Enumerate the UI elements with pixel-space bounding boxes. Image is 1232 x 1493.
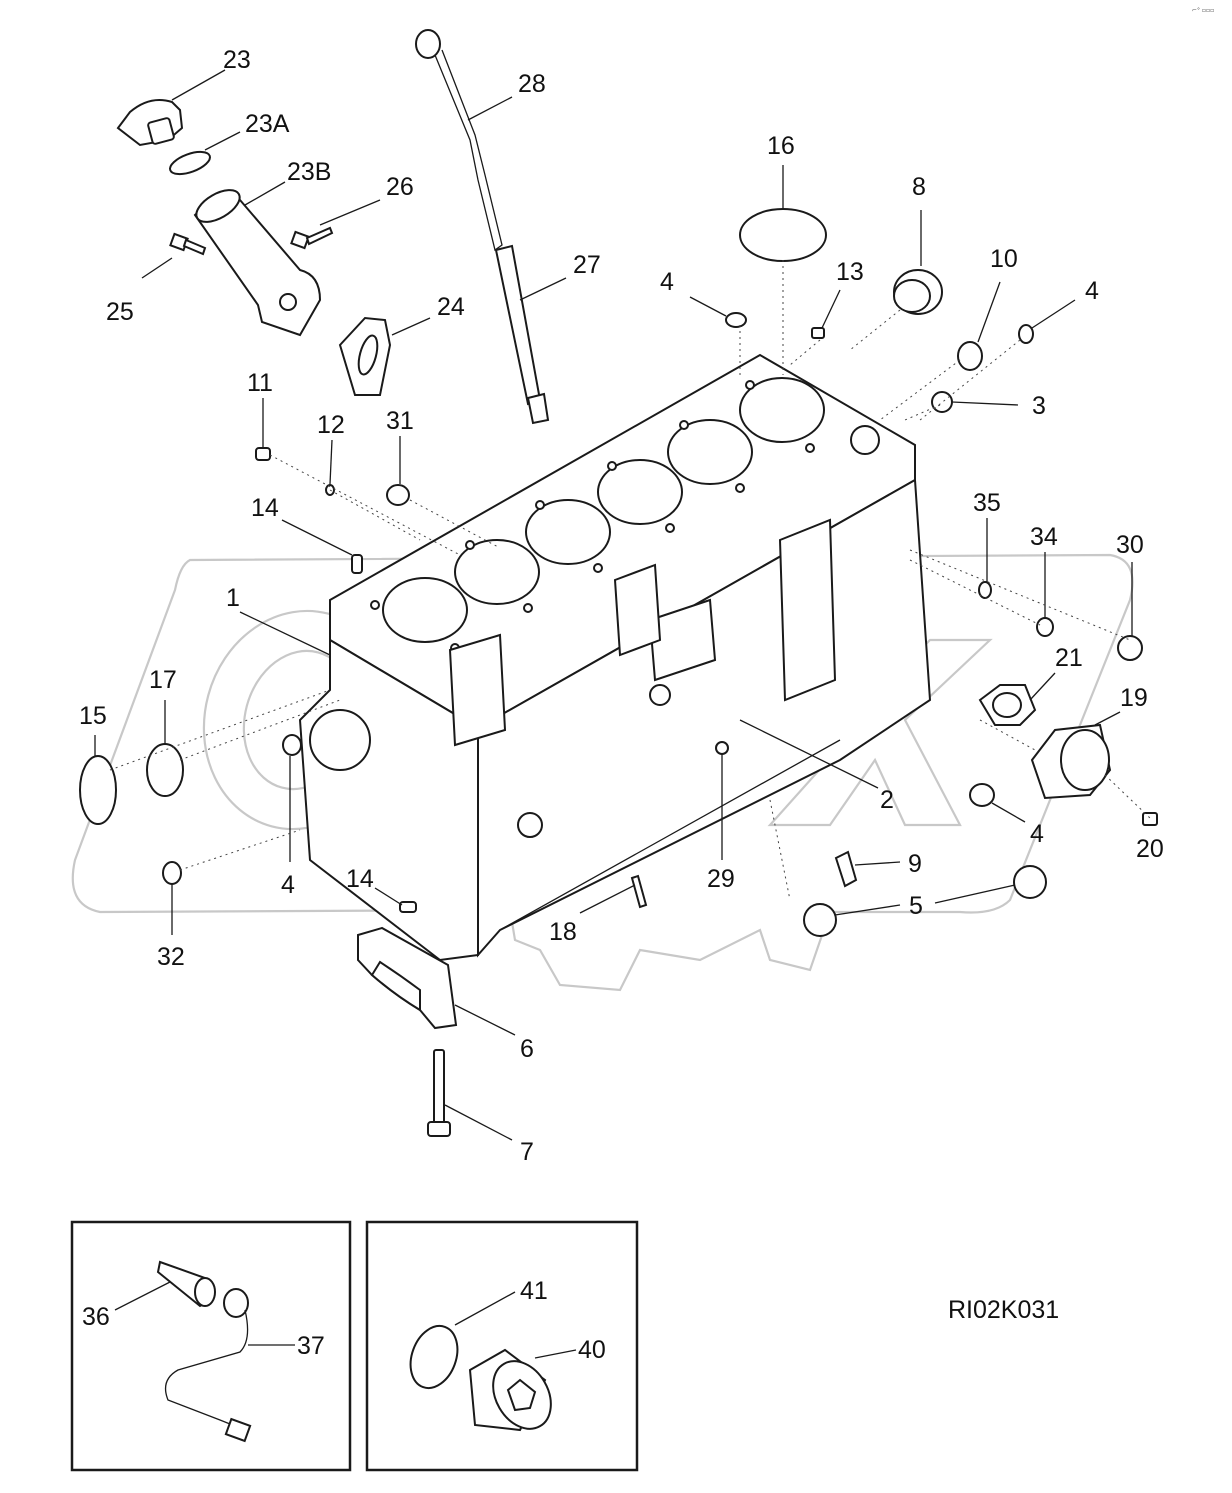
plug-5-right: [1013, 865, 1047, 899]
filler-cap-o-ring: [169, 131, 241, 176]
cup-plug-4-top: [689, 296, 747, 328]
callout-11: 11: [247, 369, 273, 397]
cup-plug-4-lower-right: [969, 783, 1026, 823]
callout-40: 40: [578, 1336, 606, 1364]
plug-34: [1036, 552, 1054, 637]
plug-30: [1117, 562, 1143, 661]
callout-28: 28: [518, 70, 546, 98]
plug-15: [79, 735, 117, 825]
callout-9: 9: [908, 850, 922, 878]
callout-37: 37: [297, 1332, 325, 1360]
callout-14-top: 14: [251, 494, 279, 522]
callout-14-bottom: 14: [346, 865, 374, 893]
callout-19: 19: [1120, 684, 1148, 712]
dowel-pin-14-top: [281, 519, 363, 574]
dipstick-tube: [494, 244, 567, 425]
callout-16: 16: [767, 132, 795, 160]
plug-3: [931, 391, 1019, 413]
callout-13: 13: [836, 258, 864, 286]
callout-20: 20: [1136, 835, 1164, 863]
callout-15: 15: [79, 702, 107, 730]
ball-plug-35: [978, 518, 992, 599]
assembly-lines: [109, 260, 1131, 901]
plug-32: [162, 861, 182, 935]
reference-code: RI02K031: [948, 1296, 1059, 1324]
callout-35: 35: [973, 489, 1001, 517]
callout-4-lower-right: 4: [1030, 820, 1044, 848]
callout-10: 10: [990, 245, 1018, 273]
callout-31: 31: [386, 407, 414, 435]
callout-23: 23: [223, 46, 251, 74]
callout-1: 1: [226, 584, 240, 612]
cup-plug-4-left: [282, 734, 302, 862]
gasket-21: [978, 672, 1056, 726]
oil-filler-tube: [193, 181, 322, 337]
detail-box-heater: [70, 1220, 352, 1472]
plug-11: [255, 398, 271, 461]
callout-labels: 23 23A 23B 26 25 24 28 27 16 8 4 13 10 4…: [79, 46, 1164, 1364]
expansion-plug-16: [739, 165, 827, 262]
corner-mark: ⌐° ▫▫▫: [1192, 7, 1214, 14]
callout-17: 17: [149, 666, 177, 694]
cam-bushing-8: [893, 210, 943, 315]
callout-4-right: 4: [1085, 277, 1099, 305]
cup-plug-4-right: [1018, 299, 1076, 344]
callout-8: 8: [912, 173, 926, 201]
callout-4-left: 4: [281, 871, 295, 899]
callout-5: 5: [909, 892, 923, 920]
main-bearing-cap: [357, 926, 516, 1036]
callout-23a: 23A: [245, 110, 290, 138]
callout-24: 24: [437, 293, 465, 321]
callout-32: 32: [157, 943, 185, 971]
cylinder-block: [239, 353, 932, 962]
callout-23b: 23B: [287, 158, 331, 186]
plug-31: [386, 436, 410, 506]
callout-3: 3: [1032, 392, 1046, 420]
threaded-plug-10: [957, 281, 1001, 371]
filler-tube-bolt-25: [141, 232, 207, 279]
callout-12: 12: [317, 411, 345, 439]
fitting-9: [834, 850, 901, 888]
callout-7: 7: [520, 1138, 534, 1166]
oil-filler-cap: [116, 69, 226, 147]
plug-5-center: [803, 884, 1016, 937]
callout-34: 34: [1030, 523, 1058, 551]
pipe-plug-13: [811, 289, 841, 339]
filler-gasket: [338, 316, 431, 396]
callout-36: 36: [82, 1303, 110, 1331]
filler-tube-bolt-26: [290, 199, 381, 250]
callout-2: 2: [880, 786, 894, 814]
callout-6: 6: [520, 1035, 534, 1063]
callout-21: 21: [1055, 644, 1083, 672]
callout-27: 27: [573, 251, 601, 279]
callout-26: 26: [386, 173, 414, 201]
main-bearing-bolt: [427, 1049, 513, 1141]
callout-18: 18: [549, 918, 577, 946]
detail-box-plug: [365, 1220, 639, 1472]
bolt-20: [1104, 774, 1158, 826]
callout-25: 25: [106, 298, 134, 326]
callout-4-top: 4: [660, 268, 674, 296]
callout-41: 41: [520, 1277, 548, 1305]
o-ring-17: [146, 700, 184, 797]
cover-19: [1030, 711, 1121, 800]
plug-29: [715, 741, 729, 860]
leader-2: [739, 719, 879, 789]
bolt-18: [579, 874, 648, 914]
dowel-pin-14-bottom: [374, 887, 417, 913]
dipstick: [415, 29, 513, 252]
callout-30: 30: [1116, 531, 1144, 559]
callout-29: 29: [707, 865, 735, 893]
